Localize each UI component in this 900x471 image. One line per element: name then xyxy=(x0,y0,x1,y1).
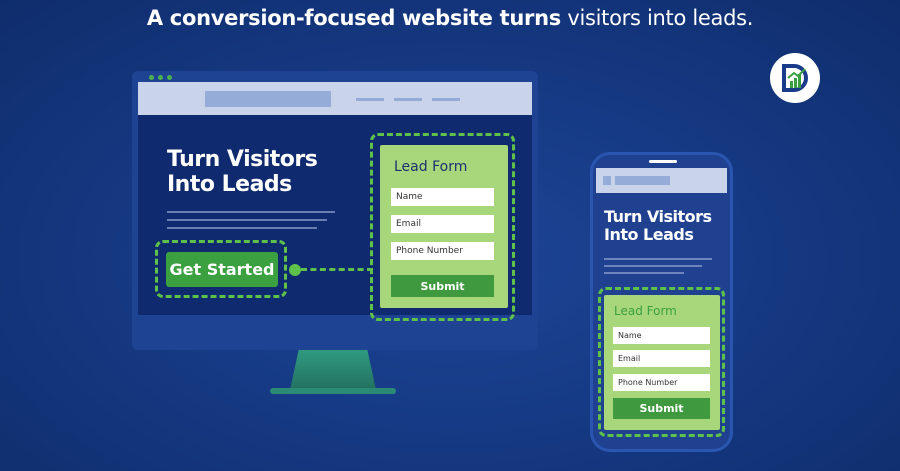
form-highlight xyxy=(370,133,515,321)
logo xyxy=(770,53,820,103)
body-text-line xyxy=(604,272,684,274)
browser-bar xyxy=(138,82,532,115)
mobile-phone-input[interactable]: Phone Number xyxy=(613,374,710,391)
mobile-email-input[interactable]: Email xyxy=(613,350,710,367)
body-text-line xyxy=(167,211,335,213)
body-text-line xyxy=(167,227,317,229)
mobile-form-title: Lead Form xyxy=(614,304,677,318)
body-text-line xyxy=(167,219,327,221)
connector-dot xyxy=(289,264,301,276)
mobile-address-bar[interactable] xyxy=(615,176,670,185)
cta-highlight xyxy=(155,240,287,298)
address-bar[interactable] xyxy=(205,91,331,107)
desktop-hero-title: Turn Visitors Into Leads xyxy=(167,147,318,198)
headline-regular: visitors into leads. xyxy=(567,6,754,30)
mobile-form-highlight xyxy=(598,287,725,437)
window-dot xyxy=(149,75,154,80)
window-dot xyxy=(167,75,172,80)
monitor-stand xyxy=(290,350,376,390)
d-growth-chart-logo-icon xyxy=(782,64,808,92)
mobile-name-input[interactable]: Name xyxy=(613,327,710,344)
mobile-hero-title: Turn Visitors Into Leads xyxy=(604,207,712,245)
body-text-line xyxy=(604,258,712,260)
form-title: Lead Form xyxy=(394,159,468,175)
window-dot xyxy=(158,75,163,80)
connector-line xyxy=(301,268,373,271)
headline: A conversion-focused website turns visit… xyxy=(0,6,900,30)
mobile-browser-bar xyxy=(596,168,727,193)
phone-speaker xyxy=(649,160,677,163)
desktop-lead-form: Lead Form Name Email Phone Number Submit xyxy=(380,145,508,308)
submit-button[interactable]: Submit xyxy=(391,275,494,297)
mobile-menu-icon[interactable] xyxy=(603,176,611,185)
email-input[interactable]: Email xyxy=(391,215,494,233)
mobile-lead-form: Lead Form Name Email Phone Number Submit xyxy=(604,295,720,430)
phone-input[interactable]: Phone Number xyxy=(391,242,494,260)
nav-link[interactable] xyxy=(432,98,460,101)
mobile-submit-button[interactable]: Submit xyxy=(613,398,710,419)
get-started-button[interactable]: Get Started xyxy=(166,252,278,287)
name-input[interactable]: Name xyxy=(391,188,494,206)
nav-link[interactable] xyxy=(356,98,384,101)
headline-bold: A conversion-focused website turns xyxy=(146,6,561,30)
monitor-base xyxy=(270,388,396,394)
body-text-line xyxy=(604,265,702,267)
nav-link[interactable] xyxy=(394,98,422,101)
